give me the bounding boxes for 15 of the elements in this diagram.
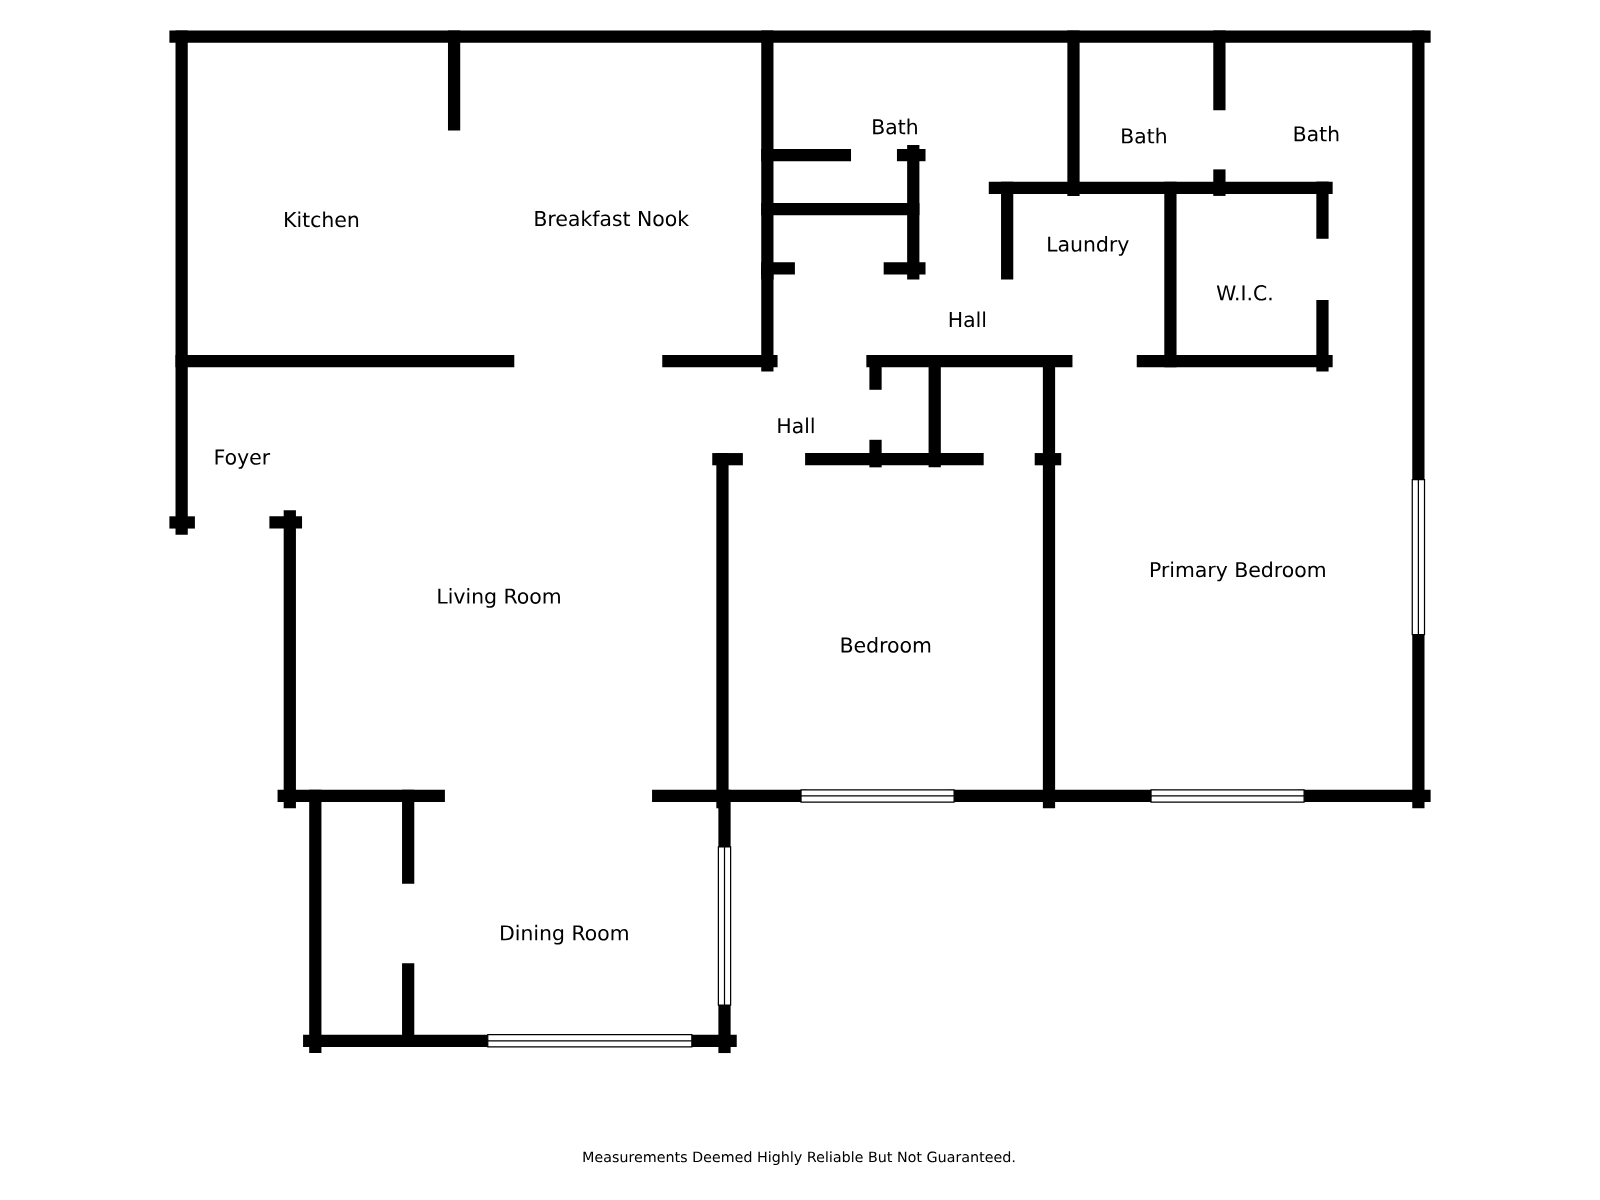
room-label: Bedroom xyxy=(841,637,931,653)
room-label: Primary Bedroom xyxy=(1150,561,1325,582)
room-label: Bath xyxy=(873,118,917,135)
room-label: Bath xyxy=(1294,125,1339,142)
room-label: Hall xyxy=(778,417,814,434)
room-label: Laundry xyxy=(1048,236,1129,256)
room-label: Living Room xyxy=(438,588,560,608)
room-label: Kitchen xyxy=(285,211,359,228)
room-label: Foyer xyxy=(215,449,271,469)
footer-note: Measurements Deemed Highly Reliable But Not Guaranteed. xyxy=(583,1151,1015,1166)
room-label: Hall xyxy=(949,311,986,328)
room-label: Bath xyxy=(1122,127,1166,144)
room-label: W.I.C. xyxy=(1216,285,1272,301)
room-label: Breakfast Nook xyxy=(535,210,689,227)
room-label: Dining Room xyxy=(501,924,628,945)
